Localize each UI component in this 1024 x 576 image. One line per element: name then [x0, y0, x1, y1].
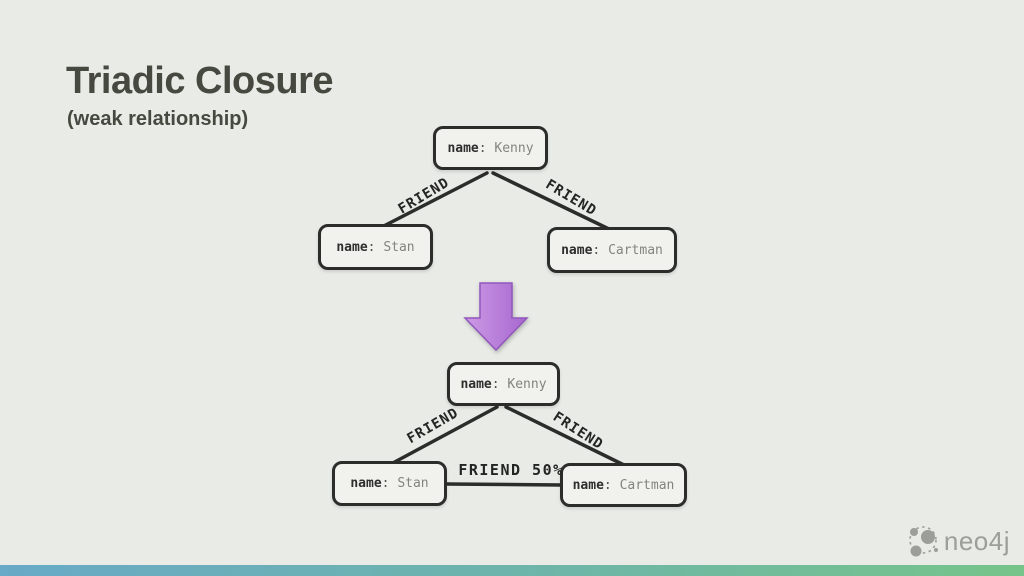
node-property-value: Kenny: [507, 376, 547, 392]
down-arrow-icon: [463, 282, 529, 352]
node-property-key: name: [572, 477, 604, 493]
node-bottom-kenny: name: Kenny: [447, 362, 560, 406]
node-property-value: Stan: [397, 476, 429, 491]
node-property-value: Cartman: [619, 477, 675, 493]
edge-label-bottom-stan-cartman: FRIEND 50%: [458, 461, 564, 479]
node-property-value: Kenny: [494, 140, 534, 156]
page-title: Triadic Closure: [66, 60, 334, 102]
edge-label-top-kenny-cartman: FRIEND: [542, 176, 600, 220]
node-bottom-stan: name: Stan: [332, 461, 447, 506]
node-property-key: name: [561, 242, 593, 258]
node-property-value: Cartman: [608, 242, 663, 258]
node-property-separator: :: [367, 239, 384, 255]
footer-gradient-bar: [0, 565, 1024, 576]
node-property-key: name: [447, 140, 479, 156]
neo4j-logo: neo4j: [906, 522, 1010, 560]
node-top-cartman: name: Cartman: [547, 227, 677, 273]
node-property-separator: :: [478, 140, 495, 156]
neo4j-logo-text: neo4j: [943, 525, 1010, 556]
edge-label-bottom-kenny-stan: FRIEND: [404, 404, 462, 448]
node-property-key: name: [336, 239, 368, 255]
node-property-separator: :: [603, 477, 620, 493]
node-property-separator: :: [381, 476, 398, 491]
node-property-key: name: [460, 376, 492, 392]
edge-bottom-stan-cartman: [444, 482, 563, 487]
node-property-separator: :: [592, 242, 609, 258]
edge-label-bottom-kenny-cartman: FRIEND: [549, 408, 607, 454]
node-top-kenny: name: Kenny: [433, 126, 548, 170]
node-top-stan: name: Stan: [318, 224, 433, 270]
edge-label-top-kenny-stan: FRIEND: [395, 174, 453, 218]
node-property-key: name: [350, 476, 382, 491]
neo4j-graph-icon: [909, 526, 938, 557]
node-property-separator: :: [491, 376, 508, 392]
node-property-value: Stan: [383, 239, 415, 255]
page-subtitle: (weak relationship): [67, 108, 249, 130]
node-bottom-cartman: name: Cartman: [560, 463, 687, 507]
